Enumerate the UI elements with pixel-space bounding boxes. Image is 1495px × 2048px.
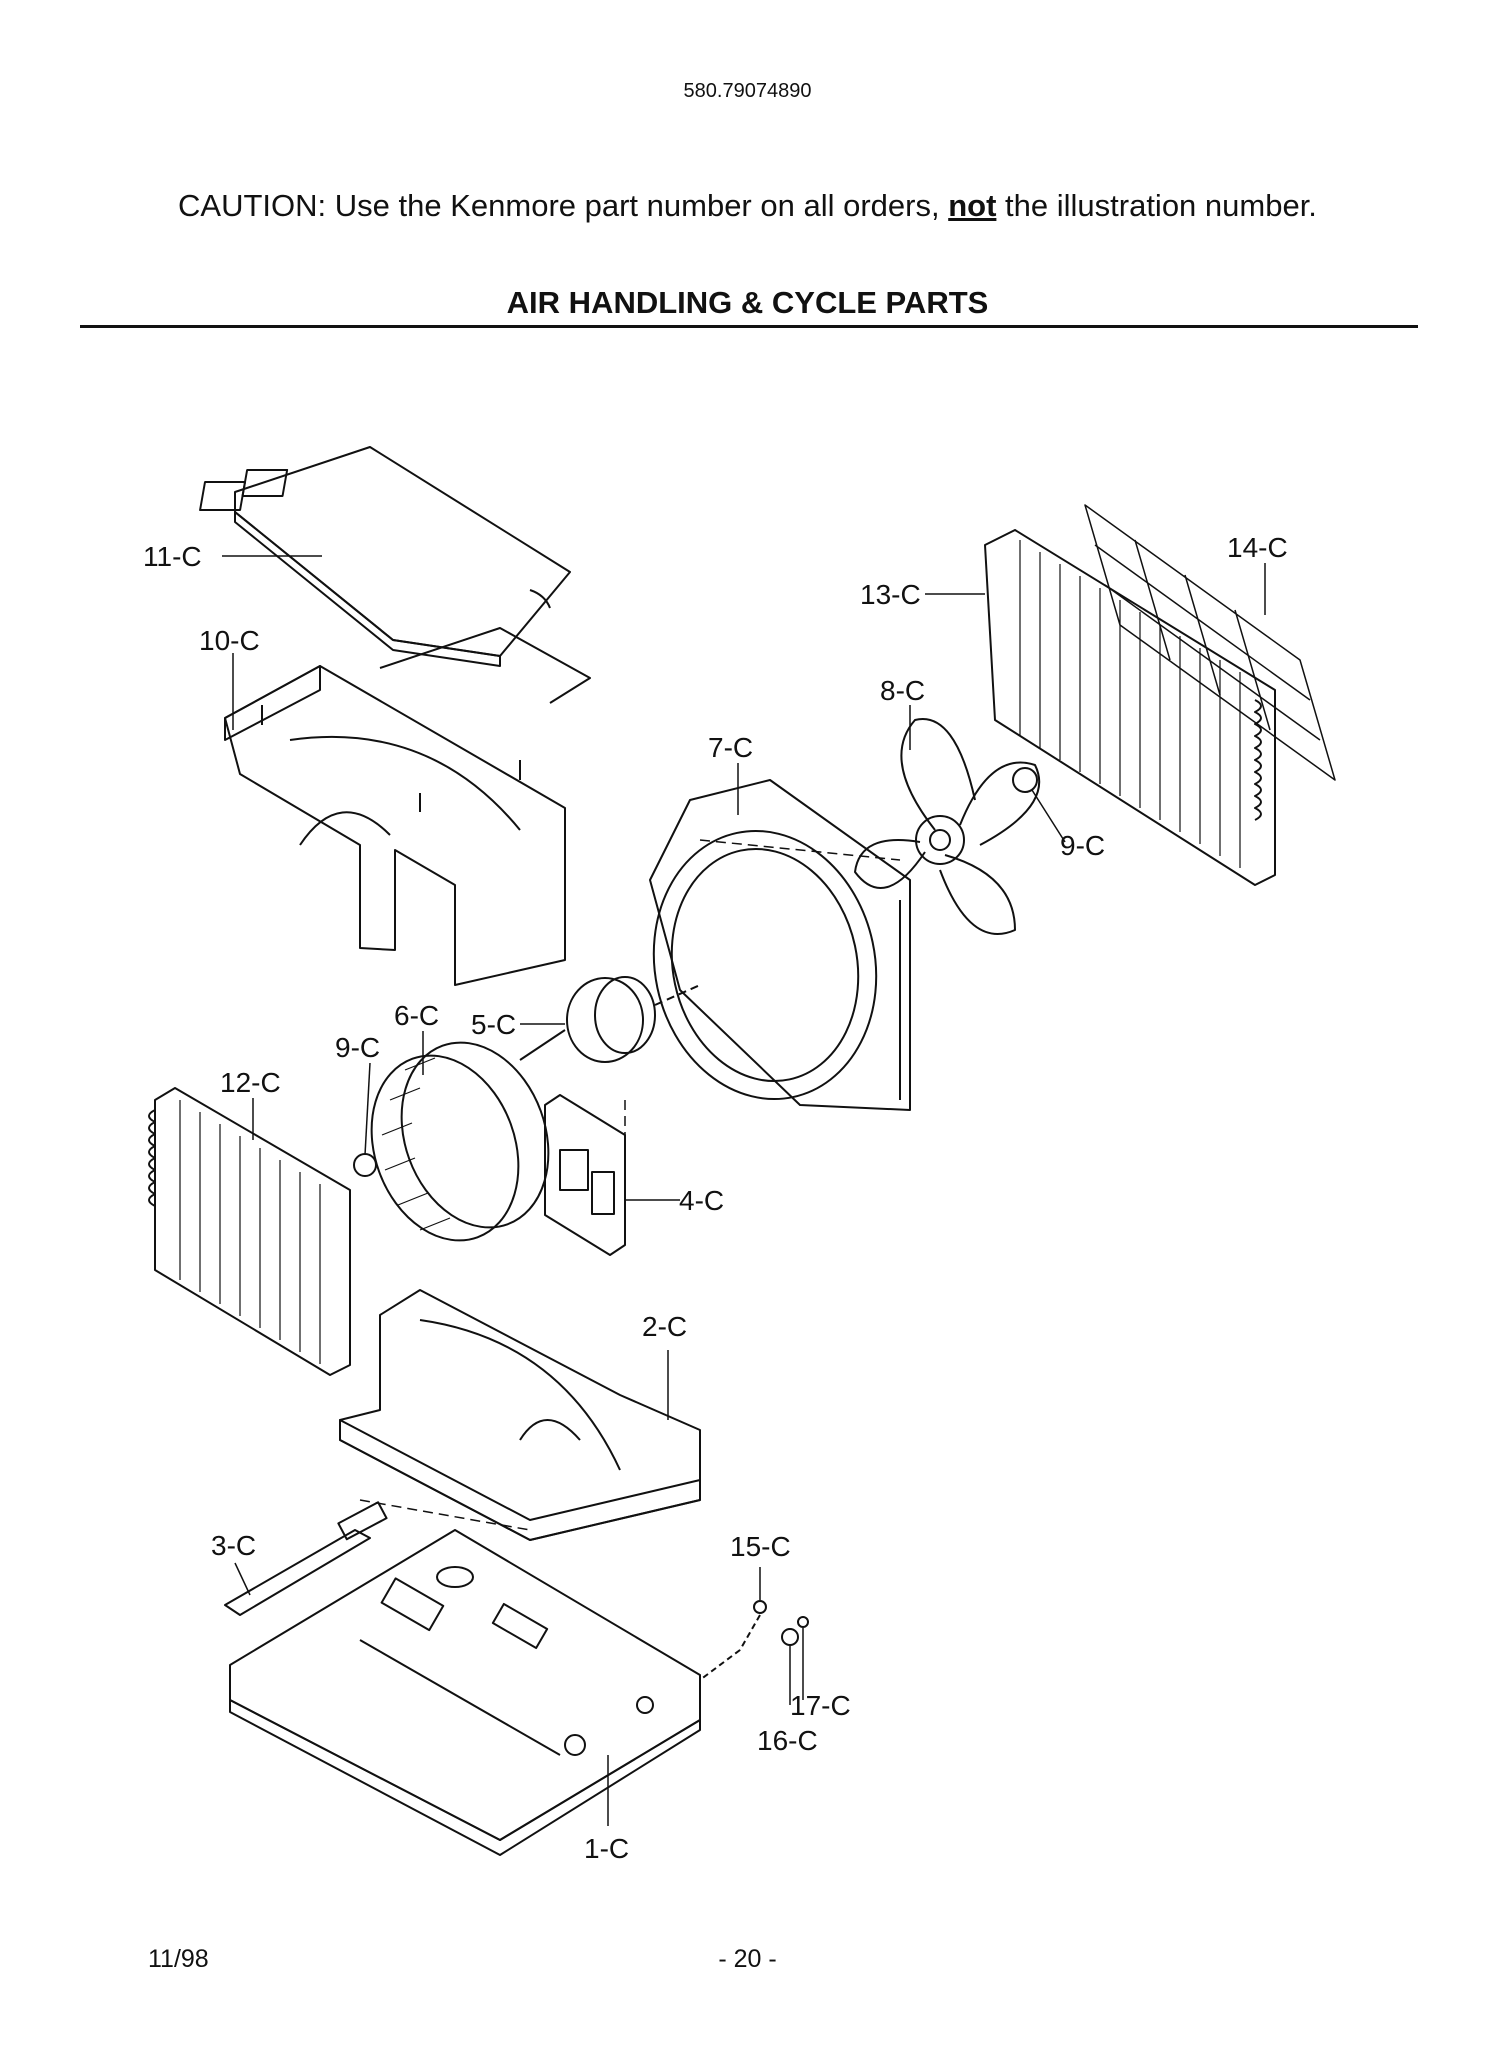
footer-date: 11/98 <box>148 1945 209 1973</box>
callout-5c: 5-C <box>471 1009 516 1040</box>
callout-17c: 17-C <box>790 1690 851 1721</box>
alignment-lines <box>359 839 901 1531</box>
drain-guide <box>224 1501 388 1616</box>
callout-4c: 4-C <box>679 1185 724 1216</box>
callout-6c: 6-C <box>394 1000 439 1031</box>
model-number: 580.79074890 <box>683 80 812 102</box>
callout-9c-upper: 9-C <box>1060 830 1105 861</box>
wire-guard <box>1084 504 1336 781</box>
upper-shroud-housing <box>224 627 591 986</box>
clamp-upper <box>1012 767 1038 793</box>
callout-14c: 14-C <box>1227 532 1288 563</box>
caution-suffix: the illustration number. <box>1005 188 1317 223</box>
fan-motor <box>519 976 701 1063</box>
callout-11c: 11-C <box>143 541 202 572</box>
title-rule <box>80 325 1418 328</box>
drain-hardware <box>699 1600 809 1681</box>
page-number: - 20 - <box>718 1945 777 1973</box>
top-cover-panel <box>199 446 571 667</box>
section-title: AIR HANDLING & CYCLE PARTS <box>506 285 989 320</box>
motor-bracket <box>544 1094 626 1256</box>
callout-15c: 15-C <box>730 1531 791 1562</box>
callout-10c: 10-C <box>199 625 260 656</box>
clamp-lower <box>353 1153 377 1177</box>
callout-8c: 8-C <box>880 675 925 706</box>
caution-emphasis: not <box>948 188 997 223</box>
callout-3c: 3-C <box>211 1530 256 1561</box>
callout-13c: 13-C <box>860 579 921 610</box>
base-pan <box>229 1529 701 1856</box>
leader-lines <box>222 555 1266 1826</box>
callout-16c: 16-C <box>757 1725 818 1756</box>
callout-2c: 2-C <box>642 1311 687 1342</box>
callout-7c: 7-C <box>708 732 753 763</box>
evaporator-coil <box>148 1087 351 1376</box>
callout-12c: 12-C <box>220 1067 281 1098</box>
callout-1c: 1-C <box>584 1833 629 1864</box>
propeller-fan <box>854 718 1041 935</box>
callout-9c-lower: 9-C <box>335 1032 380 1063</box>
blower-wheel <box>370 1041 550 1242</box>
caution-prefix: CAUTION: Use the Kenmore part number on … <box>178 188 940 223</box>
orifice-shroud <box>649 779 911 1111</box>
lower-scroll-housing <box>339 1289 701 1541</box>
caution-text: CAUTION: Use the Kenmore part number on … <box>0 188 1495 224</box>
condenser-coil <box>984 529 1276 886</box>
